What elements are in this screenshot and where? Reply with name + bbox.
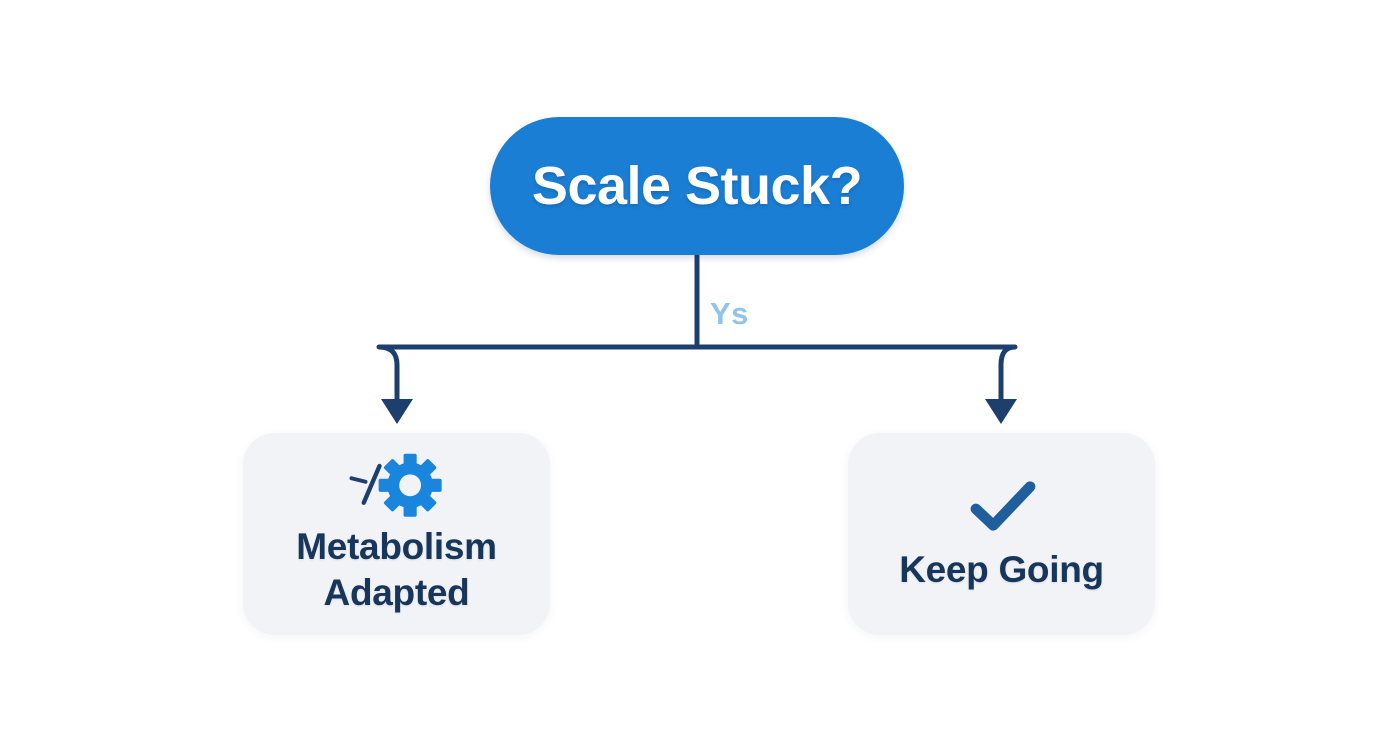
edge-label-yes: Ys [710, 296, 749, 331]
gear-accent-dash [349, 476, 367, 484]
gear-icon [337, 452, 457, 522]
leaf-label-line1: Metabolism [296, 525, 497, 567]
leaf-card-keep-going[interactable]: Keep Going [848, 433, 1155, 635]
arrowhead-right [985, 399, 1017, 424]
arrowhead-left [381, 399, 413, 424]
gear-accent-slash [361, 463, 382, 505]
gear-body [378, 453, 442, 517]
connector-left-branch [376, 344, 700, 408]
leaf-label-line2: Adapted [323, 572, 470, 613]
leaf-card-metabolism-adapted[interactable]: Metabolism Adapted [243, 433, 550, 635]
leaf-label-line1: Keep Going [899, 548, 1104, 590]
root-node-label: Scale Stuck? [531, 156, 863, 216]
leaf-label-metabolism-adapted: Metabolism Adapted [296, 524, 497, 617]
root-decision-node[interactable]: Scale Stuck? [490, 117, 904, 255]
check-mark [970, 481, 1035, 531]
connector-right-branch [694, 344, 1018, 408]
leaf-label-keep-going: Keep Going [899, 547, 1104, 593]
check-icon [957, 475, 1047, 537]
